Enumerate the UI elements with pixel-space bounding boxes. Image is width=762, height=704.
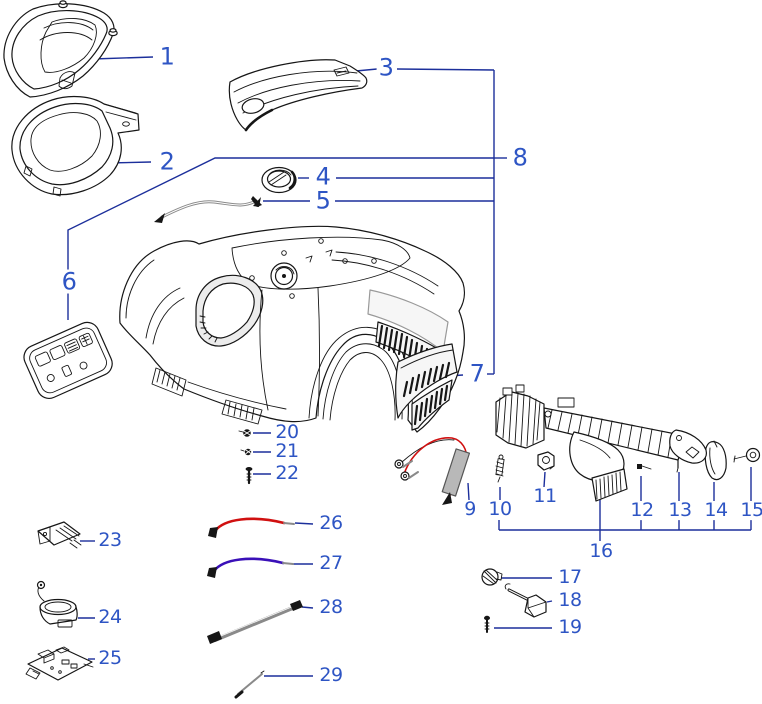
part-body-shell-drawing — [119, 225, 465, 433]
part-19-screw-drawing — [484, 615, 490, 633]
part-20-screw-drawing — [238, 429, 251, 437]
part-3-rear-hatch-drawing — [228, 59, 368, 132]
part-21-screw-drawing — [240, 448, 252, 456]
part-29-pin-rod-drawing — [234, 670, 265, 699]
part-15-washer-screw-drawing — [733, 447, 761, 463]
part-18-latch-bolt-drawing — [504, 583, 547, 618]
part-17-grommet-drawing — [481, 568, 503, 586]
part-16-chassis-drawing — [495, 384, 707, 502]
part-14-cover-drawing — [704, 440, 727, 481]
part-27-blue-cable-drawing — [207, 557, 294, 578]
part-5-cable-drawing — [154, 196, 262, 223]
part-10-spring-drawing — [495, 454, 505, 483]
part-24-buzzer-drawing — [36, 580, 78, 628]
part-22-screw-drawing — [245, 467, 253, 485]
part-12-screw-drawing — [637, 464, 652, 470]
part-6-keypad-drawing — [23, 321, 113, 400]
part-28-antenna-rod-drawing — [207, 600, 303, 644]
part-1-top-lid-drawing — [3, 0, 118, 98]
part-23-sensor-board-drawing — [37, 521, 82, 549]
part-9-fuse-cable-drawing — [394, 437, 471, 505]
part-25-pcb-drawing — [25, 646, 94, 681]
part-4-cap-drawing — [261, 166, 297, 194]
part-7-rear-flap-drawing — [395, 343, 458, 431]
part-11-nut-drawing — [537, 451, 555, 471]
part-26-red-cable-drawing — [208, 517, 295, 538]
part-2-lower-cover-drawing — [11, 95, 140, 197]
